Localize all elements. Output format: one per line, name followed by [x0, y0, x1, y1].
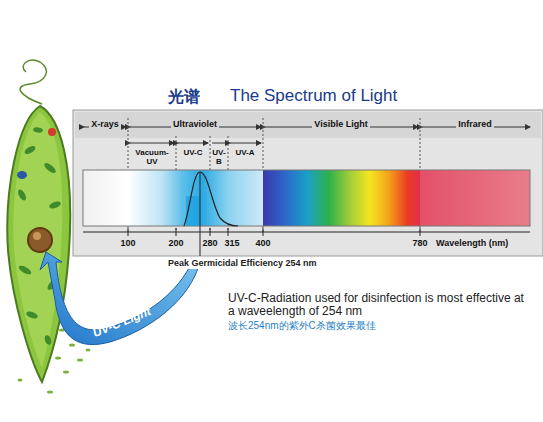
region-label: Infrared — [456, 120, 494, 130]
axis-label: Wavelength (nm) — [436, 239, 536, 249]
subregion-label: Vacuum-UV — [130, 149, 174, 167]
tick-number: 280 — [198, 239, 222, 249]
caption-chinese: 波长254nm的紫外C杀菌效果最佳 — [228, 320, 458, 331]
region-label: X-rays — [89, 120, 121, 130]
title: The Spectrum of Light — [230, 87, 460, 106]
peak-note: Peak Germicidal Efficiency 254 nm — [166, 259, 319, 269]
region-label: Ultraviolet — [171, 120, 219, 130]
tick-number: 780 — [405, 239, 435, 249]
tick-number: 315 — [220, 239, 244, 249]
tick-number: 200 — [161, 239, 191, 249]
subregion-label: UV-A — [229, 149, 261, 158]
caption-english: UV-C-Radiation used for disinfection is … — [228, 292, 533, 318]
region-label: Visible Light — [312, 120, 369, 130]
title-chinese: 光谱 — [168, 88, 228, 106]
tick-number: 400 — [248, 239, 278, 249]
subregion-label: UV-B — [210, 149, 228, 167]
tick-number: 100 — [113, 239, 143, 249]
subregion-label: UV-C — [178, 149, 208, 158]
